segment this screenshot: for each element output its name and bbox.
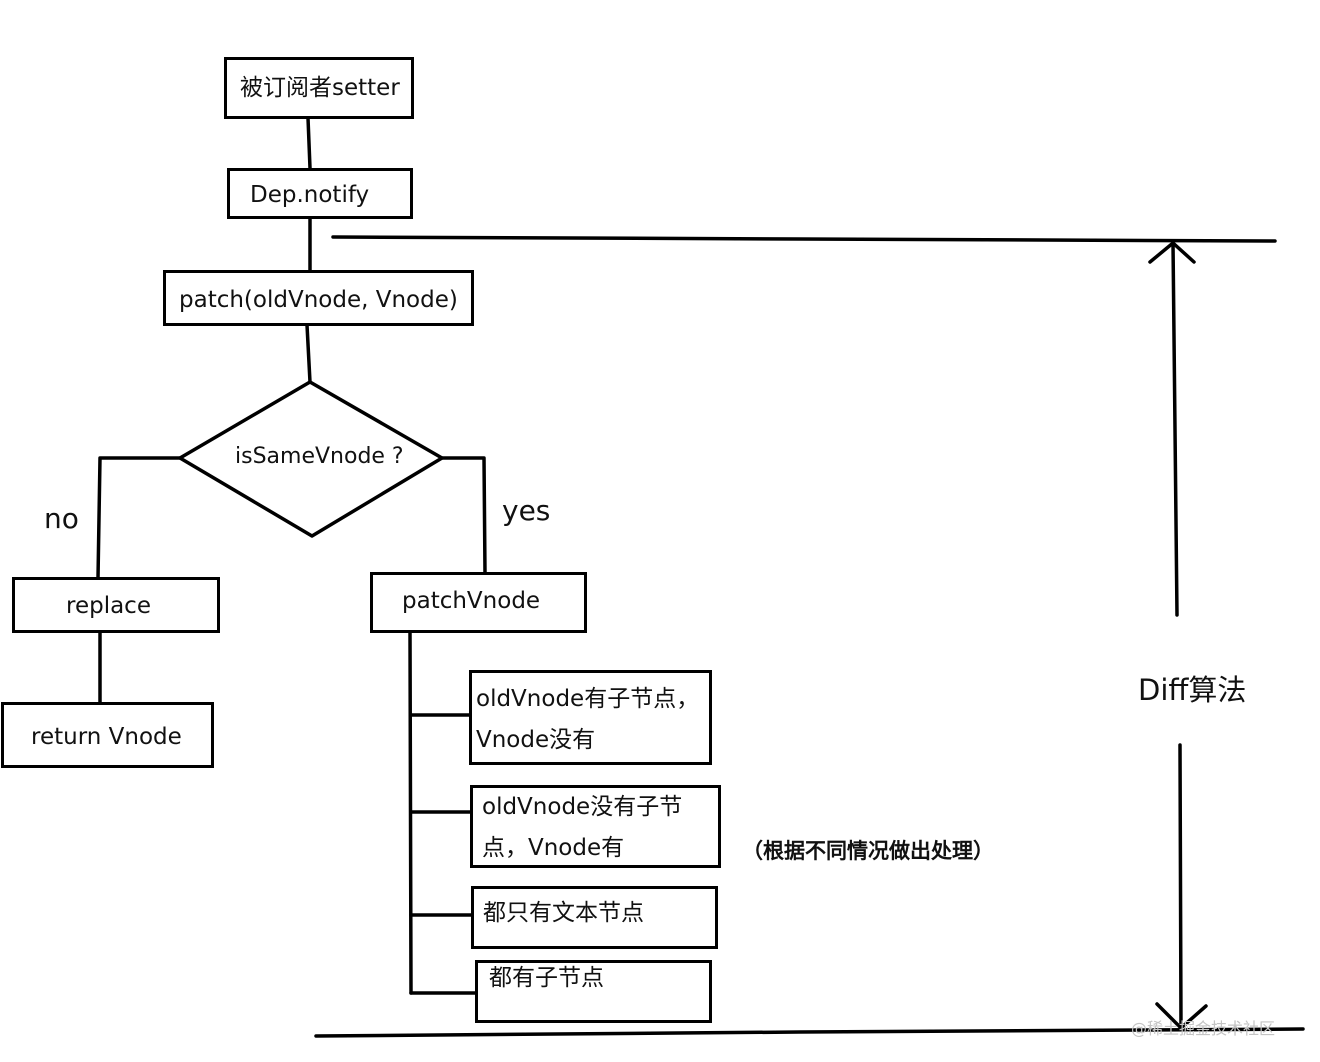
- node-patch-vnode: patchVnode: [370, 572, 587, 633]
- node-case-old-has-children-line2: Vnode没有: [476, 727, 596, 753]
- node-dep-notify: Dep.notify: [227, 168, 413, 219]
- node-patch: patch(oldVnode, Vnode): [163, 270, 474, 326]
- connector-yes-branch: [440, 456, 487, 575]
- node-patch-vnode-label: patchVnode: [402, 588, 541, 614]
- diff-up-arrow-shaft: [1171, 241, 1179, 617]
- diff-up-arrowhead: [1148, 241, 1196, 264]
- node-case-both-children: 都有子节点: [475, 960, 712, 1023]
- connector-setter-dep: [306, 116, 312, 170]
- node-case-new-has-children-line2: 点，Vnode有: [482, 835, 625, 861]
- diff-range-bottom-line: [314, 1027, 1305, 1038]
- decision-label: isSameVnode ?: [235, 444, 404, 469]
- node-case-both-text: 都只有文本节点: [471, 886, 718, 949]
- watermark: @稀土掘金技术社区: [1131, 1019, 1276, 1038]
- node-case-old-has-children-line1: oldVnode有子节点，: [476, 686, 700, 712]
- node-subscriber-setter-label: 被订阅者setter: [240, 75, 400, 101]
- branch-no-label: no: [44, 502, 79, 535]
- diff-down-arrowhead: [1155, 1002, 1208, 1030]
- node-dep-notify-label: Dep.notify: [250, 182, 370, 208]
- node-return-vnode: return Vnode: [1, 702, 214, 768]
- handling-note: （根据不同情况做出处理）: [742, 839, 994, 863]
- node-case-both-children-label: 都有子节点: [489, 965, 604, 991]
- node-case-new-has-children-line1: oldVnode没有子节: [482, 794, 683, 820]
- connector-patch-decision: [305, 323, 312, 384]
- diff-algorithm-label: Diff算法: [1138, 673, 1247, 707]
- node-replace-label: replace: [66, 593, 151, 619]
- node-subscriber-setter: 被订阅者setter: [224, 57, 414, 119]
- node-case-both-text-label: 都只有文本节点: [483, 900, 644, 926]
- node-replace: replace: [12, 577, 220, 633]
- node-case-old-has-children: oldVnode有子节点， Vnode没有: [469, 670, 712, 765]
- connector-no-branch: [96, 456, 182, 580]
- diff-down-arrow-shaft: [1178, 743, 1183, 1030]
- decision-diamond: [178, 380, 444, 538]
- node-patch-label: patch(oldVnode, Vnode): [179, 287, 458, 313]
- node-return-vnode-label: return Vnode: [31, 724, 182, 750]
- node-case-new-has-children: oldVnode没有子节 点，Vnode有: [470, 785, 721, 868]
- diff-range-top-line: [331, 235, 1277, 243]
- branch-yes-label: yes: [502, 494, 551, 527]
